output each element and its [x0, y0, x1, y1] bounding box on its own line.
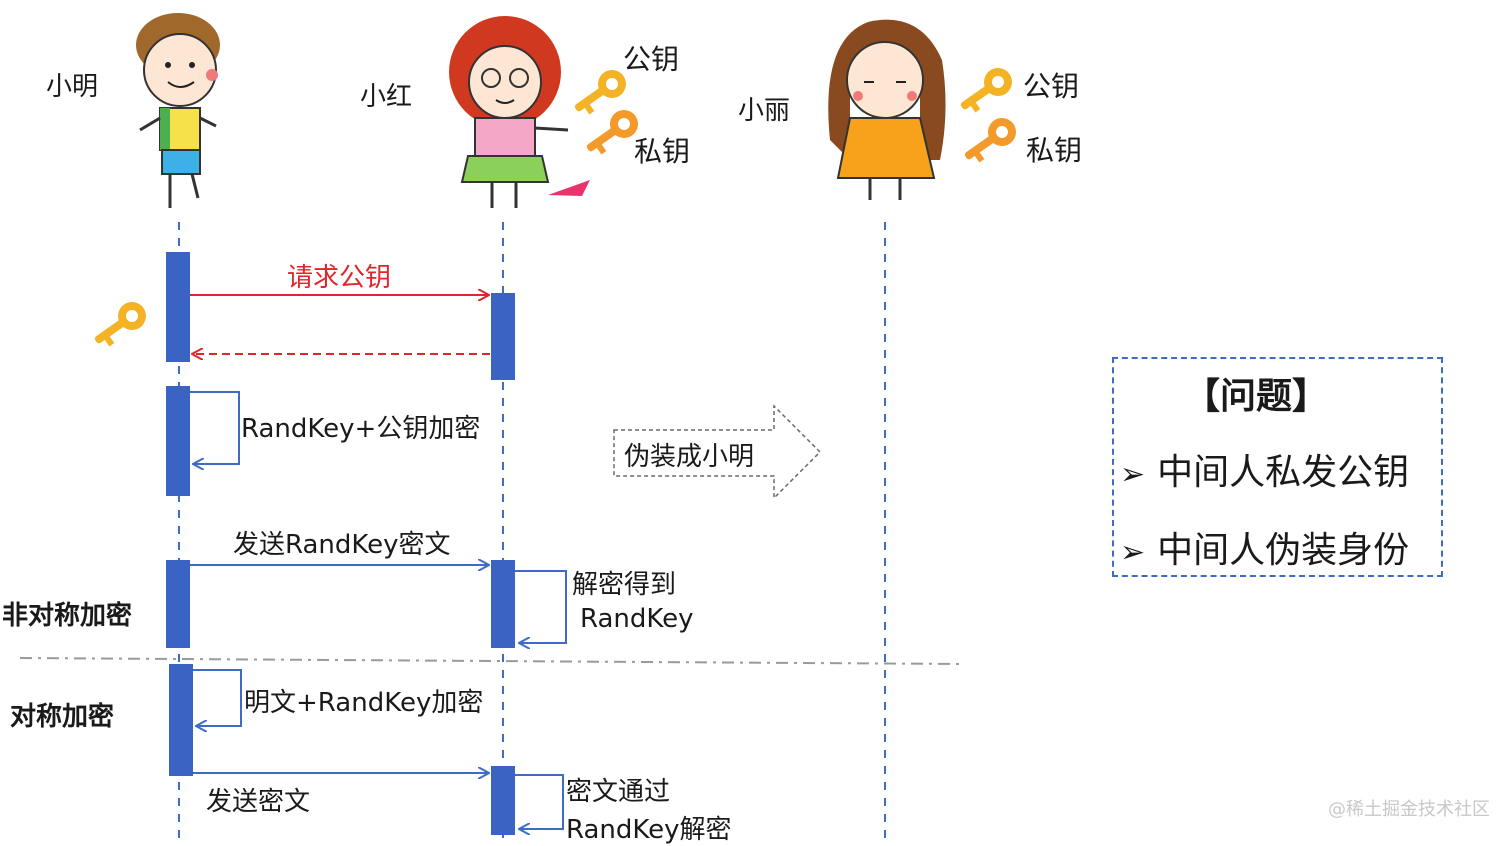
watermark: @稀土掘金技术社区 [1328, 799, 1490, 820]
section-symmetric-label: 对称加密 [10, 702, 115, 732]
hong-public-key-label: 公钥 [623, 43, 680, 76]
received-public-key-icon [92, 293, 150, 357]
xiaoli-figure-icon [828, 19, 946, 200]
disguise-arrow-shape [613, 404, 822, 500]
li-public-key-label: 公钥 [1023, 70, 1080, 103]
disguise-label: 伪装成小明 [624, 442, 755, 472]
cipher-via-label-1: 密文通过 [566, 777, 671, 807]
problem-item-text: 中间人私发公钥 [1157, 452, 1410, 493]
self-arrow-encrypt [190, 391, 240, 464]
arrowhead-bullet-icon: ➢ [1120, 457, 1146, 492]
problem-item: ➢ 中间人私发公钥 [1120, 443, 1409, 495]
activation-ming-1 [166, 252, 190, 362]
actor-xiaoming-label: 小明 [46, 72, 99, 102]
request-key-label: 请求公钥 [287, 263, 392, 293]
self-arrow-cipher-decrypt [515, 774, 564, 829]
xiaoming-figure-icon [136, 13, 220, 208]
section-divider [19, 657, 963, 665]
arrowhead-bullet-icon: ➢ [1120, 535, 1146, 570]
problems-title: 【问题】 [1184, 376, 1329, 417]
send-randkey-label: 发送RandKey密文 [233, 530, 451, 560]
li-public-key-icon [958, 59, 1016, 123]
actor-xiaoli-label: 小丽 [738, 96, 791, 126]
li-private-key-label: 私钥 [1026, 134, 1083, 167]
activation-hong-2 [491, 560, 515, 648]
li-private-key-icon [962, 109, 1020, 173]
hong-private-key-label: 私钥 [634, 135, 691, 168]
activation-hong-1 [491, 293, 515, 380]
cipher-via-label-2: RandKey解密 [566, 815, 732, 845]
problem-item-text: 中间人伪装身份 [1157, 530, 1410, 571]
decrypt-get-label-1: 解密得到 [572, 570, 677, 600]
send-cipher-label: 发送密文 [206, 787, 311, 817]
actor-xiaohong-label: 小红 [360, 82, 413, 112]
activation-ming-3 [166, 560, 190, 648]
xiaohong-figure-icon [449, 16, 590, 208]
section-asymmetric-label: 非对称加密 [2, 601, 133, 631]
decrypt-get-label-2: RandKey [580, 604, 694, 634]
self-arrow-plain-encrypt [193, 669, 242, 726]
problems-box: 【问题】 ➢ 中间人私发公钥 ➢ 中间人伪装身份 [1112, 357, 1443, 577]
randkey-encrypt-label: RandKey+公钥加密 [241, 414, 481, 444]
self-arrow-decrypt [515, 570, 567, 643]
plain-encrypt-label: 明文+RandKey加密 [244, 688, 484, 718]
activation-ming-4 [169, 664, 193, 776]
problem-item: ➢ 中间人伪装身份 [1120, 521, 1409, 573]
activation-ming-2 [166, 386, 190, 496]
activation-hong-3 [491, 766, 515, 835]
